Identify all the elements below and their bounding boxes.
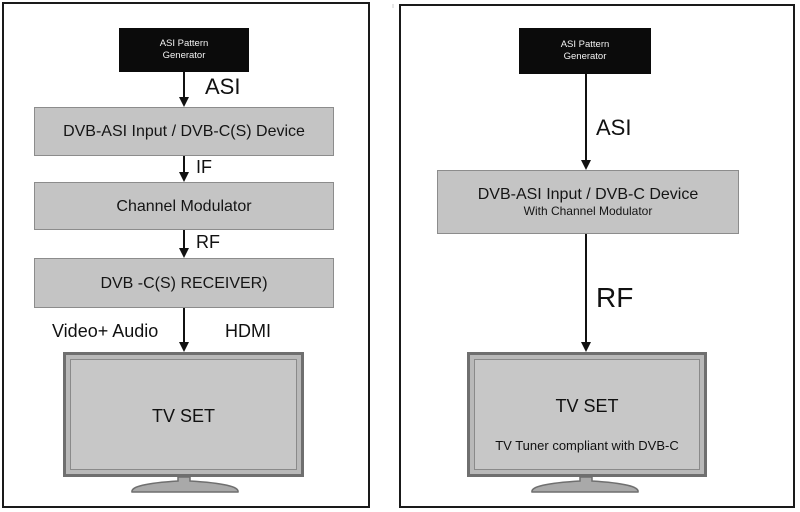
left-tv-label: TV SET	[151, 406, 215, 426]
left-generator-line2: Generator	[162, 50, 206, 61]
left-video-audio-label: Video+ Audio	[52, 321, 159, 341]
right-device-box-line2: With Channel Modulator	[523, 204, 653, 218]
right-tv-screen: TV SET TV Tuner compliant with DVB-C	[474, 359, 700, 470]
left-if-label: IF	[196, 157, 212, 177]
left-tv-screen: TV SET	[70, 359, 297, 470]
right-tv-set: TV SET TV Tuner compliant with DVB-C	[467, 352, 707, 477]
left-dvb-asi-device-box: DVB-ASI Input / DVB-C(S) Device	[34, 107, 334, 156]
left-tv-stand	[131, 476, 239, 493]
left-asi-pattern-generator: ASI Pattern Generator	[119, 28, 249, 72]
right-generator-line1: ASI Pattern	[560, 39, 610, 50]
left-dvb-receiver-box: DVB -C(S) RECEIVER)	[34, 258, 334, 308]
left-device-box-label: DVB-ASI Input / DVB-C(S) Device	[63, 123, 305, 140]
left-channel-modulator-box: Channel Modulator	[34, 182, 334, 230]
left-receiver-box-label: DVB -C(S) RECEIVER)	[100, 274, 268, 292]
right-generator-line2: Generator	[563, 51, 607, 62]
right-device-box-line1: DVB-ASI Input / DVB-C Device	[477, 186, 699, 203]
left-rf-label: RF	[196, 232, 220, 252]
right-asi-label: ASI	[596, 115, 632, 140]
right-asi-pattern-generator: ASI Pattern Generator	[519, 28, 651, 74]
left-generator-line1: ASI Pattern	[159, 38, 209, 49]
right-tv-stand	[531, 476, 639, 493]
right-rf-label: RF	[596, 282, 634, 313]
right-tv-label: TV SET	[555, 396, 619, 416]
left-hdmi-label: HDMI	[225, 321, 271, 341]
left-asi-label: ASI	[205, 74, 241, 99]
left-tv-set: TV SET	[63, 352, 304, 477]
right-tv-sub-label: TV Tuner compliant with DVB-C	[495, 438, 679, 453]
right-dvb-asi-device-box: DVB-ASI Input / DVB-C Device With Channe…	[437, 170, 739, 234]
left-modulator-box-label: Channel Modulator	[116, 197, 252, 215]
